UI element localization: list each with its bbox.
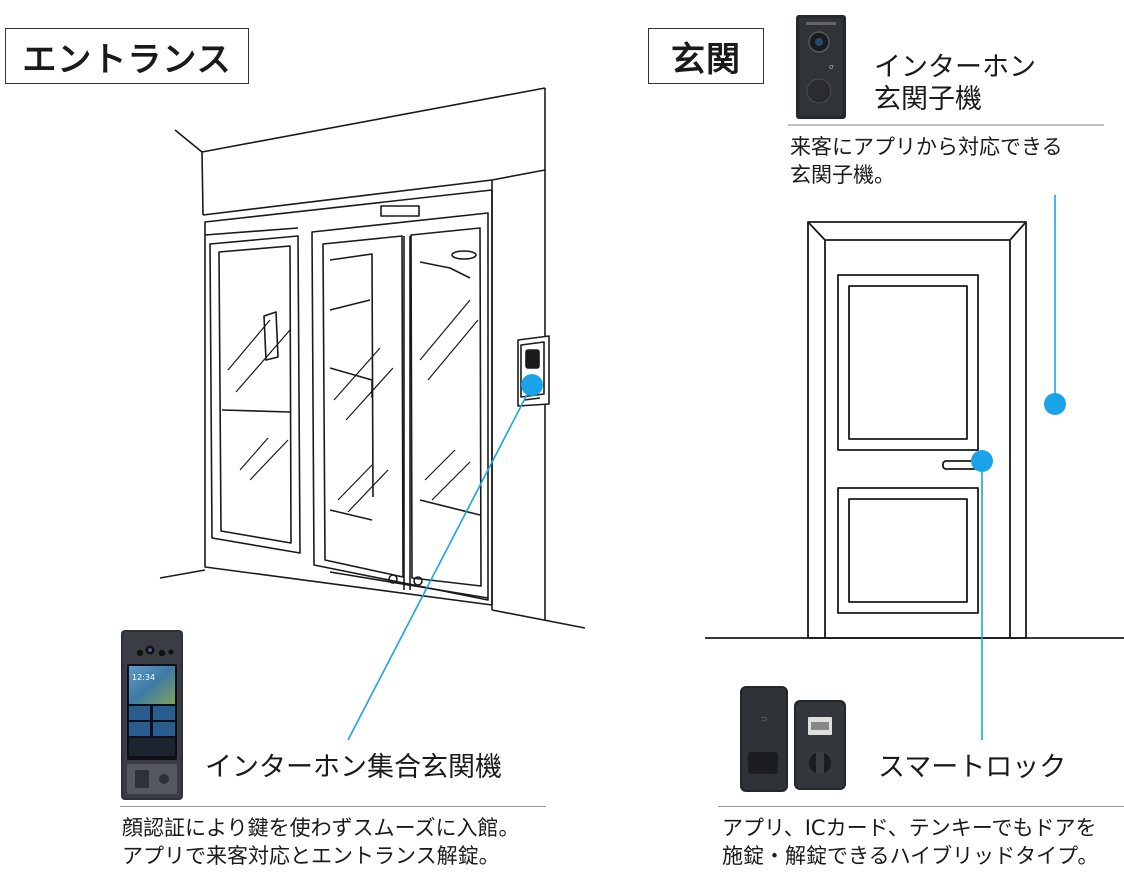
entrance-separator bbox=[120, 806, 546, 807]
genkan-intercom-desc-line2: 玄関子機。 bbox=[790, 162, 895, 187]
genkan-intercom-marker bbox=[1044, 393, 1066, 415]
entrance-building bbox=[159, 87, 586, 629]
entrance-panel-device: 12:34 bbox=[121, 630, 183, 800]
entrance-description: 顔認証により鍵を使わずスムーズに入館。 アプリで来客対応とエントランス解錠。 bbox=[122, 815, 520, 870]
genkan-intercom-name: インターホン 玄関子機 bbox=[874, 52, 1036, 117]
entrance-intercom-marker bbox=[521, 374, 543, 396]
connector-lines bbox=[347, 195, 1056, 741]
panel-screen-time: 12:34 bbox=[132, 673, 155, 682]
entrance-desc-line2: アプリで来客対応とエントランス解錠。 bbox=[122, 843, 500, 868]
genkan-intercom-name-line2: 玄関子機 bbox=[874, 84, 982, 116]
genkan-intercom-device: σ bbox=[796, 15, 846, 119]
genkan-intercom-name-line1: インターホン bbox=[874, 52, 1036, 83]
smart-lock-separator bbox=[718, 806, 1124, 807]
smart-lock-desc-line1: アプリ、ICカード、テンキーでもドアを bbox=[722, 816, 1097, 840]
smart-lock-name: スマートロック bbox=[878, 752, 1067, 783]
entrance-device-name: インターホン集合玄関機 bbox=[205, 752, 502, 783]
smart-lock-marker bbox=[971, 450, 993, 472]
entrance-heading: エントランス bbox=[5, 28, 249, 84]
genkan-intercom-desc-line1: 来客にアプリから対応できる bbox=[790, 135, 1063, 159]
smart-lock-desc-line2: 施錠・解錠できるハイブリッドタイプ。 bbox=[722, 843, 1099, 868]
entrance-desc-line1: 顔認証により鍵を使わずスムーズに入館。 bbox=[122, 816, 520, 840]
smart-lock-device: ⊃ bbox=[740, 686, 846, 792]
svg-text:σ: σ bbox=[829, 63, 834, 71]
svg-text:⊃: ⊃ bbox=[760, 715, 768, 725]
genkan-heading: 玄関 bbox=[648, 28, 764, 84]
genkan-door bbox=[705, 221, 1124, 639]
genkan-intercom-description: 来客にアプリから対応できる 玄関子機。 bbox=[790, 134, 1063, 189]
smart-lock-description: アプリ、ICカード、テンキーでもドアを 施錠・解錠できるハイブリッドタイプ。 bbox=[722, 815, 1099, 870]
